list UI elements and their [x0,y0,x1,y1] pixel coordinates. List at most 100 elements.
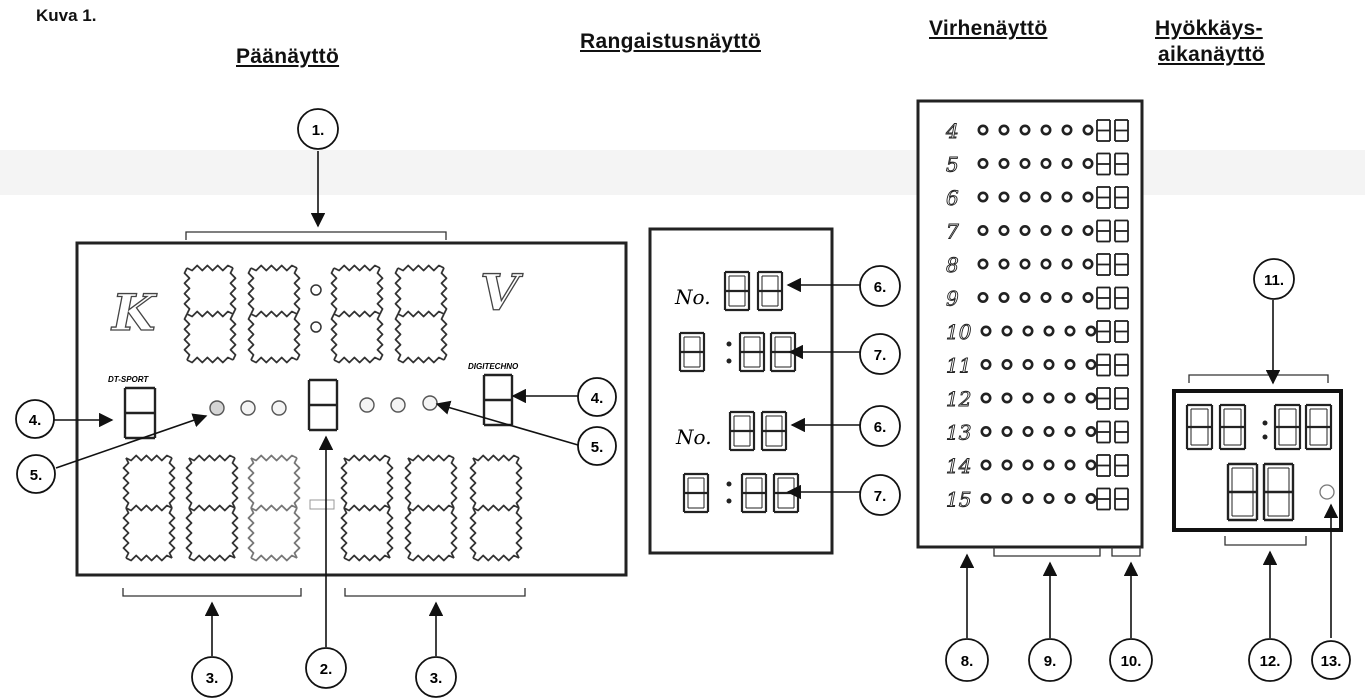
score-digit-6 [469,454,523,562]
foul-row: 10 [946,320,1129,344]
foul-lamp [1064,425,1076,437]
foul-lamp [1022,425,1034,437]
callout-7: 7. [859,333,901,375]
callout-8: 8. [945,638,989,682]
foul-count-digit [1096,387,1111,410]
foul-lamp [1085,425,1097,437]
foul-lamp [1061,291,1073,303]
callout-label: 8. [961,653,974,670]
penalty-colon-top-2 [726,481,732,487]
attack-clock-digit-1 [1185,403,1214,451]
foul-lamp [1043,425,1055,437]
foul-row: 15 [946,487,1129,512]
foul-count-digit [1096,219,1111,243]
foul-count-digit [1114,353,1129,377]
clock-digit-3 [330,264,384,364]
callout-label: 7. [874,488,887,505]
penalty-colon-top-1 [726,341,732,347]
foul-lamp [977,258,989,270]
foul-lamp [1019,124,1031,136]
foul-lamp [980,425,992,437]
clock-colon-dot-bottom [310,321,322,333]
foul-lamp [1022,459,1034,471]
period-and-timeout-digits [123,373,514,440]
foul-lamp [1064,459,1076,471]
foul-player-number: 7 [946,220,959,244]
bracket-foul-digits [1111,547,1141,557]
pen-time-2b [740,472,768,514]
arrow-5-right [435,400,579,446]
guest-brand-label: DIGITECHNO [468,362,519,371]
callout-label: 3. [206,670,219,687]
foul-row: 7 [946,219,1129,244]
callout-6: 6. [859,405,901,447]
clock-digit-2 [247,264,301,364]
score-separator [309,499,335,510]
foul-lamp [1082,158,1094,170]
timeout-lamp-1 [209,400,225,416]
foul-lamp [1064,392,1076,404]
penalty-colon-bottom-2 [726,498,732,504]
attack-time-digit-2 [1262,462,1295,522]
foul-lamp [977,291,989,303]
foul-lamp [1082,291,1094,303]
foul-lamp [1064,325,1076,337]
foul-lamp [980,325,992,337]
foul-lamp [1061,124,1073,136]
score-digit-2 [185,454,239,562]
pen-time-1a [678,331,706,373]
foul-lamp [1064,492,1076,504]
title-main-display: Päänäyttö [236,45,340,68]
callout-13: 13. [1311,640,1351,680]
title-foul-display: Virhenäyttö [929,17,1048,40]
foul-lamp [1085,492,1097,504]
foul-count-digit [1114,152,1129,176]
callout-12: 12. [1248,638,1292,682]
foul-lamp [998,124,1010,136]
foul-row: 9 [946,286,1129,311]
foul-row: 11 [946,353,1129,378]
foul-lamp [977,158,989,170]
foul-lamp [1001,492,1013,504]
bracket-home-score [122,588,302,597]
foul-lamp [977,225,989,237]
pen-player-1a [723,270,751,312]
foul-player-number: 11 [946,354,971,378]
foul-lamp [1085,392,1097,404]
foul-lamp [1019,158,1031,170]
foul-count-digit [1096,152,1111,176]
foul-lamp [1085,358,1097,370]
foul-lamp [998,191,1010,203]
background-band [0,150,1365,195]
clock-digit-4 [394,264,448,364]
timeout-lamp-6 [422,395,438,411]
foul-player-number: 15 [946,488,971,512]
callout-label: 1. [312,122,325,139]
foul-lamp [1001,392,1013,404]
timeout-lamp-2 [240,400,256,416]
brackets [122,231,1329,597]
foul-lamp [1064,358,1076,370]
foul-lamp [1040,124,1052,136]
foul-lamp [1022,492,1034,504]
foul-lamp [1001,325,1013,337]
penalty-display: No. No. [648,227,834,555]
callout-11: 11. [1253,258,1295,300]
foul-lamp [1061,191,1073,203]
foul-count-digit [1114,186,1129,209]
foul-count-digit [1114,219,1129,243]
foul-lamp [1082,225,1094,237]
foul-lamp [977,191,989,203]
foul-row: 12 [946,387,1129,411]
attack-clock-digit-3 [1273,403,1302,451]
callout-6: 6. [859,265,901,307]
pen-time-1b [738,331,766,373]
foul-lamp [1040,191,1052,203]
callout-2: 2. [305,647,347,689]
callout-label: 5. [30,467,43,484]
foul-count-digit [1114,420,1129,444]
foul-lamp [1085,459,1097,471]
attack-clock-digit-2 [1218,403,1247,451]
foul-count-digit [1114,320,1129,343]
